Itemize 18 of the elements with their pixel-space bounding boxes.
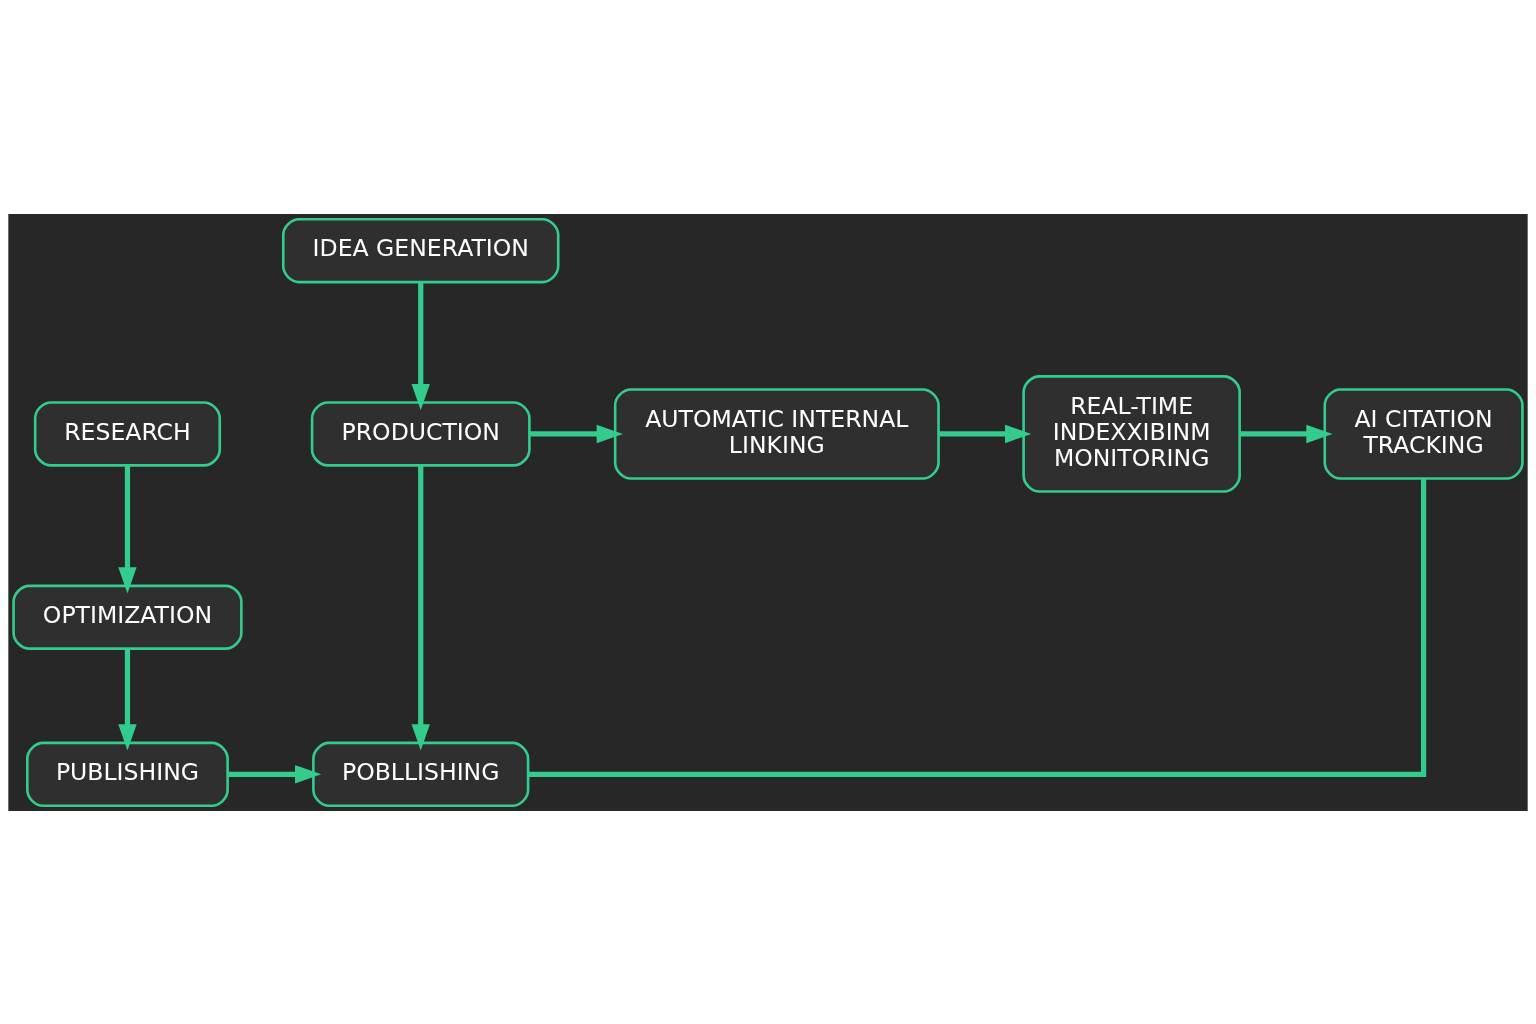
arrow	[118, 464, 137, 593]
node-box: PUBLISHING	[26, 741, 229, 807]
node-box: AI CITATION TRACKING	[1323, 387, 1524, 480]
arrow	[411, 281, 430, 410]
arrow	[1239, 424, 1333, 443]
connector	[528, 478, 1427, 777]
node-box: PRODUCTION	[310, 400, 531, 467]
node-box: REAL-TIME INDEXXIBINM MONITORING	[1022, 374, 1241, 493]
node-box: AUTOMATIC INTERNAL LINKING	[613, 387, 940, 480]
arrow	[938, 424, 1032, 443]
arrow	[118, 648, 137, 750]
node-box: RESEARCH	[33, 400, 222, 467]
arrow	[411, 465, 430, 751]
arrow	[529, 424, 623, 443]
arrow	[228, 764, 322, 784]
node-box: POBLLISHING	[312, 741, 530, 807]
node-box: IDEA GENERATION	[281, 217, 560, 283]
node-box: OPTIMIZATION	[12, 584, 243, 650]
